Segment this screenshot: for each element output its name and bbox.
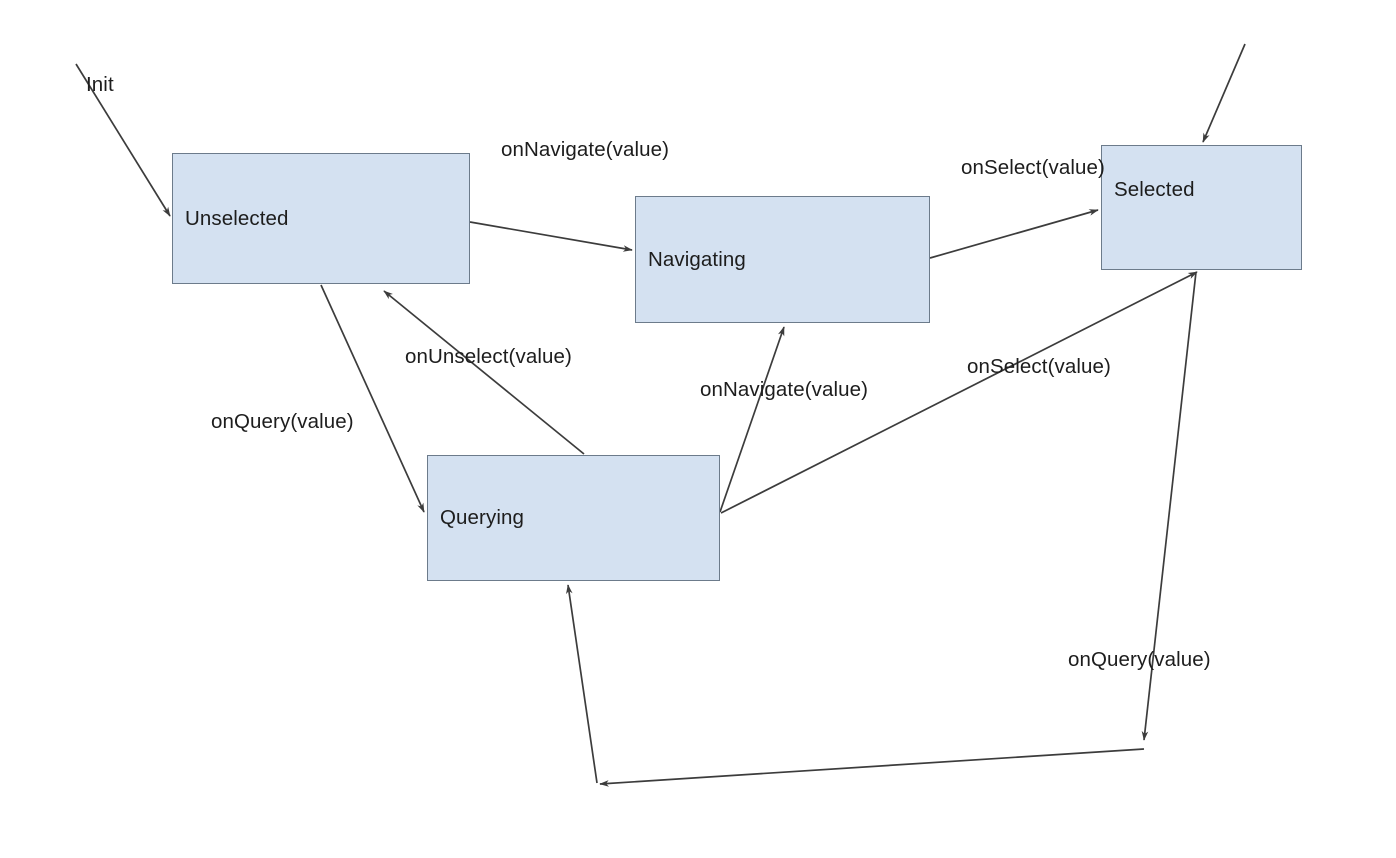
edge-label-unselected-to-querying: onQuery(value) — [211, 410, 354, 433]
edge-return-to-querying — [566, 584, 598, 784]
edge-label-init: Init — [86, 73, 114, 96]
edge-unselected-to-navigating — [469, 221, 633, 252]
state-label-navigating: Navigating — [648, 247, 746, 271]
state-node-navigating[interactable]: Navigating — [635, 196, 930, 323]
edge-label-navigating-to-selected: onSelect(value) — [961, 156, 1105, 179]
edge-selected-to-querying — [1141, 271, 1197, 741]
state-node-querying[interactable]: Querying — [427, 455, 720, 581]
edge-querying-to-navigating — [719, 326, 785, 513]
edge-querying-to-unselected — [383, 290, 585, 455]
edge-external-to-selected — [1202, 43, 1246, 143]
edge-label-selected-to-querying: onQuery(value) — [1068, 648, 1211, 671]
edge-label-querying-to-unselected: onUnselect(value) — [405, 345, 572, 368]
edge-unselected-to-querying — [320, 284, 425, 513]
edge-label-unselected-to-navigating: onNavigate(value) — [501, 138, 670, 161]
state-label-unselected: Unselected — [185, 206, 289, 230]
edge-label-querying-to-selected: onSelect(value) — [967, 355, 1111, 378]
state-label-querying: Querying — [440, 506, 524, 529]
edge-querying-to-selected — [720, 271, 1198, 514]
state-label-selected: Selected — [1114, 178, 1195, 201]
state-node-selected[interactable]: Selected — [1101, 145, 1302, 270]
state-node-unselected[interactable]: Unselected — [172, 153, 470, 284]
edge-navigating-to-selected — [929, 209, 1099, 259]
edge-bottom-return-run — [599, 748, 1145, 787]
edge-label-querying-to-navigating: onNavigate(value) — [700, 378, 869, 401]
edge-init-to-unselected — [75, 63, 171, 217]
